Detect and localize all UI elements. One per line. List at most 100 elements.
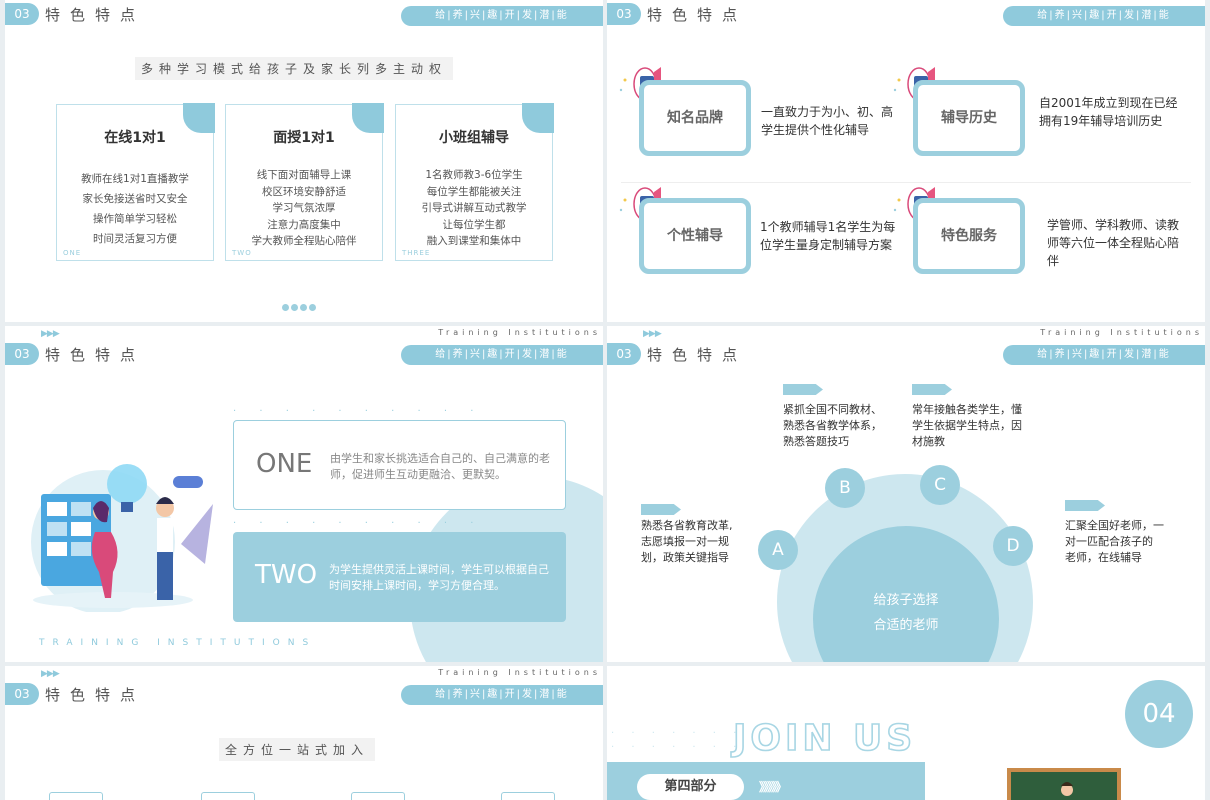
slide-4[interactable]: ▶▶▶ Training Institutions 03 特色特点 给|养|兴|… <box>607 326 1205 662</box>
training-label: Training Institutions <box>1040 328 1203 337</box>
slide-subtitle: 多种学习模式给孩子及家长列多主动权 <box>135 57 454 80</box>
card-line: 每位学生都能被关注 <box>426 185 522 198</box>
slide-3[interactable]: ▶▶▶ Training Institutions 03 特色特点 给|养|兴|… <box>5 326 603 662</box>
hexagon-shape <box>201 792 255 800</box>
dot[interactable] <box>300 304 307 311</box>
feature-desc: 一直致力于为小、初、高学生提供个性化辅导 <box>761 105 894 137</box>
section-title: 特色特点 <box>45 686 146 704</box>
point-line: 紧抓全国不同教材、 <box>783 403 882 416</box>
flag-marker <box>912 384 952 395</box>
point-line: 熟悉各省教学体系， <box>783 419 882 432</box>
feature-box: 辅导历史 <box>913 80 1025 156</box>
feature-title: 知名品牌 <box>667 110 723 126</box>
point-line: 对一匹配合孩子的 <box>1065 535 1153 548</box>
teacher-student-illustration <box>31 464 213 612</box>
card-lines: 线下面对面辅导上课 校区环境安静舒适 学习气氛浓厚 注意力高度集中 学大教师全程… <box>226 167 382 250</box>
card-line: 学大教师全程贴心陪伴 <box>251 235 357 247</box>
card-lines: 1名教师教3-6位学生 每位学生都能被关注 引导式讲解互动式教学 让每位学生都 … <box>396 167 552 250</box>
divider <box>621 182 1191 183</box>
hexagon-shape <box>49 792 103 800</box>
feature-title: 个性辅导 <box>667 228 723 244</box>
flag-marker <box>783 384 823 395</box>
card-line: 让每位学生都 <box>442 218 506 231</box>
hexagon-shape <box>501 792 555 800</box>
teacher-blackboard-illustration <box>1007 768 1121 800</box>
arrows-decoration: ▶▶▶ <box>41 669 60 679</box>
option-text: 由学生和家长挑选适合自己的、自己满意的老师，促进师生互动更融洽、更默契。 <box>330 452 550 481</box>
dot[interactable] <box>291 304 298 311</box>
mode-card: 在线1对1 教师在线1对1直播教学 家长免接送省时又安全 操作简单学习轻松 时间… <box>56 103 215 261</box>
tagline-bar: 给|养|兴|趣|开|发|潜|能 <box>1003 345 1205 365</box>
point-line: 熟悉各省教育改革, <box>641 519 733 532</box>
section-number: 03 <box>5 3 39 25</box>
card-line: 融入到课堂和集体中 <box>426 235 522 247</box>
option-box: TWO 为学生提供灵活上课时间，学生可以根据自己时间安排上课时间，学习方便合理。 <box>233 532 566 622</box>
point-line: 学生依据学生特点，因 <box>912 419 1022 432</box>
slide-5[interactable]: ▶▶▶ Training Institutions 03 特色特点 给|养|兴|… <box>5 666 603 800</box>
dots-decoration: · · · · · · · · <box>611 728 764 739</box>
node-c: C <box>920 465 960 505</box>
slide-subtitle: 全方位一站式加入 <box>219 738 376 761</box>
card-corner-decoration <box>183 103 215 133</box>
section-number: 03 <box>5 343 39 365</box>
part-label: 第四部分 <box>637 774 744 800</box>
chevrons-decoration: 》》》》》 <box>759 780 787 794</box>
card-line: 时间灵活复习方便 <box>93 233 177 245</box>
tagline-bar: 给|养|兴|趣|开|发|潜|能 <box>401 345 603 365</box>
card-title: 小班组辅导 <box>439 130 509 146</box>
card-line: 注意力高度集中 <box>267 218 341 231</box>
card-line: 家长免接送省时又安全 <box>82 193 188 205</box>
card-corner-decoration <box>522 103 554 133</box>
card-label: THREE <box>402 249 431 257</box>
card-line: 教师在线1对1直播教学 <box>81 173 189 185</box>
option-box: ONE 由学生和家长挑选适合自己的、自己满意的老师，促进师生互动更融洽、更默契。 <box>233 420 566 510</box>
slide-2[interactable]: 03 特色特点 给|养|兴|趣|开|发|潜|能 知名品牌 一直致力于为小、初、高… <box>607 0 1205 322</box>
feature-title: 辅导历史 <box>941 110 997 126</box>
flag-marker <box>641 504 681 515</box>
center-line: 合适的老师 <box>873 618 939 633</box>
training-label: Training Institutions <box>438 668 601 677</box>
tagline-text: 给|养|兴|趣|开|发|潜|能 <box>1037 349 1171 360</box>
training-label: Training Institutions <box>438 328 601 337</box>
dots-decoration: · · · · · · · · · · <box>233 406 484 417</box>
point-line: 熟悉答题技巧 <box>783 435 849 448</box>
point-line: 老师，在线辅导 <box>1065 551 1142 564</box>
dots-decoration: · · · · · · · · · · <box>233 518 484 529</box>
section-title: 特色特点 <box>647 346 748 364</box>
feature-desc: 学管师、学科教师、读教师等六位一体全程贴心陪伴 <box>1047 218 1180 268</box>
option-text: 为学生提供灵活上课时间，学生可以根据自己时间安排上课时间，学习方便合理。 <box>329 563 549 592</box>
feature-title: 特色服务 <box>941 228 997 244</box>
point-a-text: 熟悉各省教育改革, 志愿填报一对一规 划，政策关键指导 <box>641 518 733 566</box>
card-corner-decoration <box>352 103 384 133</box>
feature-desc: 1个教师辅导1名学生为每位学生量身定制辅导方案 <box>760 220 896 252</box>
card-line: 学习气氛浓厚 <box>272 202 336 214</box>
tagline-bar: 给|养|兴|趣|开|发|潜|能 <box>1003 6 1205 26</box>
card-line: 引导式讲解互动式教学 <box>421 202 527 214</box>
center-text: 给孩子选择 合适的老师 <box>813 588 999 638</box>
mode-card: 面授1对1 线下面对面辅导上课 校区环境安静舒适 学习气氛浓厚 注意力高度集中 … <box>225 103 384 261</box>
point-d-text: 汇聚全国好老师，一 对一匹配合孩子的 老师，在线辅导 <box>1065 518 1164 566</box>
dot[interactable] <box>282 304 289 311</box>
card-line: 校区环境安静舒适 <box>262 185 346 198</box>
slide-6[interactable]: · · · · · · · · · · · · · · · · JOIN US … <box>607 666 1205 800</box>
section-title: 特色特点 <box>647 6 748 24</box>
card-lines: 教师在线1对1直播教学 家长免接送省时又安全 操作简单学习轻松 时间灵活复习方便 <box>57 169 213 249</box>
arrows-decoration: ▶▶▶ <box>643 329 662 339</box>
point-b-text: 紧抓全国不同教材、 熟悉各省教学体系， 熟悉答题技巧 <box>783 402 882 450</box>
feature-box: 特色服务 <box>913 198 1025 274</box>
tagline-bar: 给|养|兴|趣|开|发|潜|能 <box>401 685 603 705</box>
tagline-text: 给|养|兴|趣|开|发|潜|能 <box>1037 10 1171 21</box>
node-a: A <box>758 530 798 570</box>
dot[interactable] <box>309 304 316 311</box>
flag-marker <box>1065 500 1105 511</box>
join-us-title: JOIN US <box>732 717 917 760</box>
point-line: 材施教 <box>912 435 945 448</box>
node-b: B <box>825 468 865 508</box>
dots-decoration: · · · · · · · · <box>611 742 764 753</box>
slide-1[interactable]: 03 特色特点 给|养|兴|趣|开|发|潜|能 多种学习模式给孩子及家长列多主动… <box>5 0 603 322</box>
pagination-dots[interactable] <box>281 296 317 315</box>
tagline-text: 给|养|兴|趣|开|发|潜|能 <box>435 10 569 21</box>
point-c-text: 常年接触各类学生，懂 学生依据学生特点，因 材施教 <box>912 402 1022 450</box>
section-number: 03 <box>607 3 641 25</box>
